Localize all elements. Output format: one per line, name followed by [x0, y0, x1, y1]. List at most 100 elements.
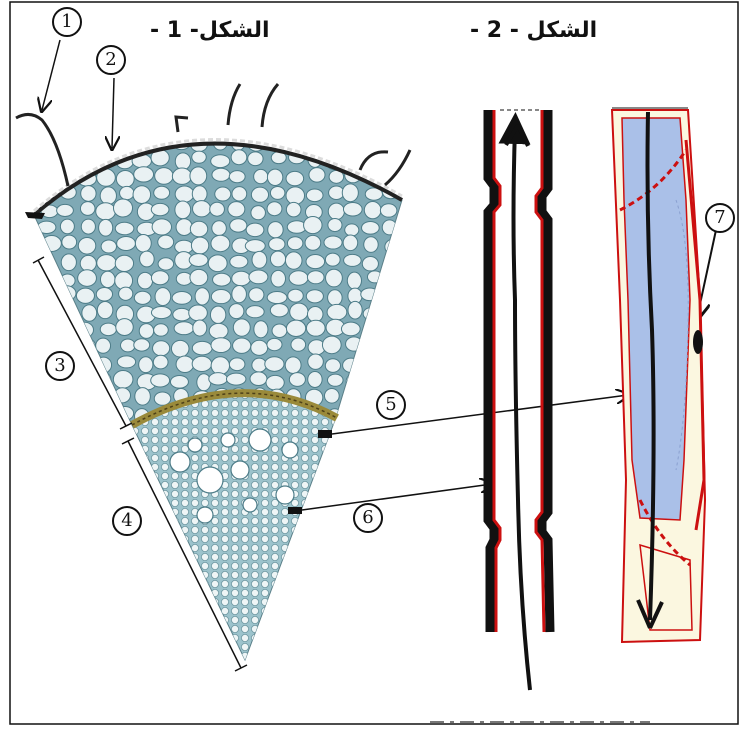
stele-cell: [331, 508, 338, 515]
stele-cell: [191, 643, 198, 650]
stele-cell: [311, 571, 318, 578]
stele-cell: [281, 634, 288, 641]
cortex-cell: [139, 357, 153, 373]
cortex-cell: [384, 269, 401, 283]
figure-1-title: الشكل- 1 -: [150, 18, 270, 43]
stele-cell: [231, 526, 238, 533]
stele-cell: [141, 652, 148, 659]
stele-cell: [291, 409, 298, 416]
stele-cell: [231, 517, 238, 524]
cortex-cell: [209, 373, 228, 385]
cortex-cell: [327, 304, 347, 319]
stele-cell: [181, 427, 188, 434]
cortex-cell: [289, 373, 305, 387]
cortex-cell: [211, 235, 230, 252]
stele-cell: [241, 400, 248, 407]
stele-cell: [261, 463, 268, 470]
cortex-cell: [96, 203, 116, 220]
stele-cell: [271, 616, 278, 623]
stele-cell: [151, 454, 158, 461]
cortex-cell: [343, 358, 360, 372]
stele-cell: [231, 562, 238, 569]
stele-cell: [231, 571, 238, 578]
stele-cell: [231, 490, 238, 497]
stele-cell: [281, 427, 288, 434]
stele-cell: [211, 571, 218, 578]
xylem-vessel-cell: [188, 438, 202, 452]
stele-cell: [231, 616, 238, 623]
stele-cell: [261, 526, 268, 533]
stele-cell: [311, 625, 318, 632]
stele-cell: [281, 409, 288, 416]
cortex-cell: [226, 373, 245, 385]
stele-cell: [241, 544, 248, 551]
stele-cell: [181, 409, 188, 416]
stele-cell: [181, 580, 188, 587]
stele-cell: [221, 508, 228, 515]
stele-cell: [331, 589, 338, 596]
cortex-cell: [363, 375, 379, 391]
stele-cell: [251, 526, 258, 533]
stele-cell: [321, 598, 328, 605]
stele-cell: [301, 481, 308, 488]
stele-cell: [151, 418, 158, 425]
stele-cell: [141, 589, 148, 596]
cortex-cell: [135, 234, 151, 252]
cortex-cell: [249, 270, 268, 284]
cortex-cell: [171, 340, 189, 357]
stele-cell: [271, 418, 278, 425]
stele-cell: [221, 400, 228, 407]
stele-cell: [321, 553, 328, 560]
cortex-cell: [100, 271, 115, 287]
cortex-cell: [246, 223, 264, 236]
stele-cell: [221, 535, 228, 542]
stele-cell: [221, 553, 228, 560]
stele-cell: [281, 472, 288, 479]
label-1: 1: [52, 7, 82, 37]
cortex-cell: [233, 338, 251, 353]
stele-cell: [271, 553, 278, 560]
stele-cell: [161, 544, 168, 551]
cortex-cell: [117, 236, 136, 250]
stele-cell: [131, 607, 138, 614]
stele-cell: [151, 652, 158, 659]
stele-cell: [141, 598, 148, 605]
stele-cell: [171, 589, 178, 596]
stele-cell: [181, 562, 188, 569]
cortex-cell: [405, 273, 420, 287]
cortex-cell: [100, 187, 116, 205]
stele-cell: [171, 490, 178, 497]
stele-cell: [201, 418, 208, 425]
cortex-cell: [174, 322, 194, 335]
xylem-vessel-cell: [276, 486, 294, 504]
stele-cell: [271, 436, 278, 443]
stele-cell: [311, 526, 318, 533]
stele-cell: [201, 562, 208, 569]
stele-cell: [271, 445, 278, 452]
xylem-vessel-cell: [243, 498, 257, 512]
stele-cell: [331, 436, 338, 443]
stele-cell: [241, 562, 248, 569]
stele-cell: [191, 544, 198, 551]
cortex-cell: [175, 201, 191, 219]
stele-cell: [161, 571, 168, 578]
xylem-vessel-cell: [197, 507, 213, 523]
cortex-cell: [286, 320, 305, 336]
stele-cell: [171, 436, 178, 443]
stele-cell: [161, 499, 168, 506]
stele-cell: [211, 634, 218, 641]
stele-cell: [311, 553, 318, 560]
stele-cell: [211, 544, 218, 551]
cortex-cell: [327, 374, 343, 386]
stele-cell: [291, 535, 298, 542]
cortex-cell: [363, 308, 378, 320]
stele-cell: [201, 409, 208, 416]
stele-cell: [191, 652, 198, 659]
stele-cell: [151, 571, 158, 578]
stele-cell: [231, 427, 238, 434]
stele-cell: [171, 499, 178, 506]
stele-cell: [161, 472, 168, 479]
cortex-cell: [81, 388, 98, 402]
stele-cell: [321, 454, 328, 461]
